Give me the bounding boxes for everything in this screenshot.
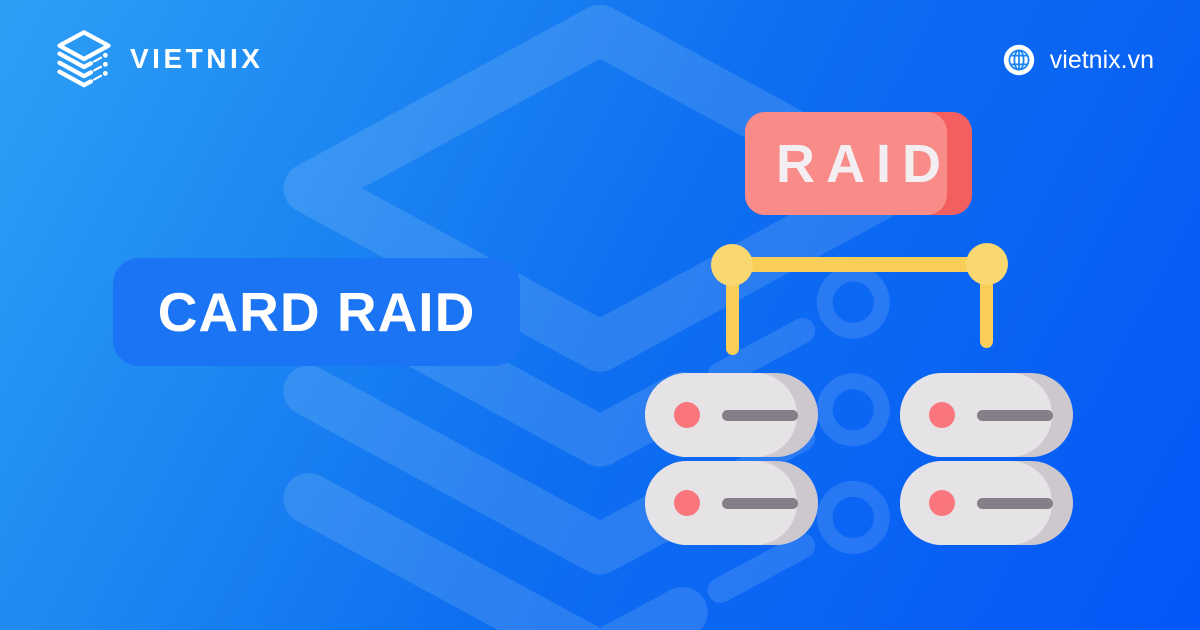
wire-horizontal [732, 257, 987, 272]
vietnix-layers-icon [57, 30, 111, 88]
wire-vertical-left [726, 264, 739, 355]
wire-node-right-icon [966, 243, 1008, 285]
website-link: vietnix.vn [1003, 44, 1154, 76]
raid-sticker: RAID [745, 112, 972, 215]
disk-slot-icon [722, 498, 798, 509]
raid-sticker-label: RAID [776, 133, 952, 194]
disk-led-icon [929, 490, 955, 516]
disk-led-icon [674, 490, 700, 516]
disk-stack-right [900, 373, 1073, 545]
disk-stack-left [645, 373, 818, 545]
disk-slot-icon [977, 410, 1053, 421]
disk-slot-icon [722, 410, 798, 421]
website-url: vietnix.vn [1049, 45, 1154, 74]
disk-led-icon [674, 402, 700, 428]
disk-led-icon [929, 402, 955, 428]
wire-node-left-icon [711, 244, 753, 286]
disk-drive-icon [645, 461, 818, 545]
brand-name: VIETNIX [130, 43, 264, 74]
disk-drive-icon [900, 373, 1073, 457]
raid-sticker-face [745, 112, 947, 215]
brand-logo: VIETNIX [52, 28, 263, 90]
globe-icon [1003, 44, 1034, 76]
disk-drive-icon [900, 461, 1073, 545]
disk-slot-icon [977, 498, 1053, 509]
title-badge: CARD RAID [113, 258, 520, 366]
page-title: CARD RAID [157, 281, 476, 343]
disk-drive-icon [645, 373, 818, 457]
